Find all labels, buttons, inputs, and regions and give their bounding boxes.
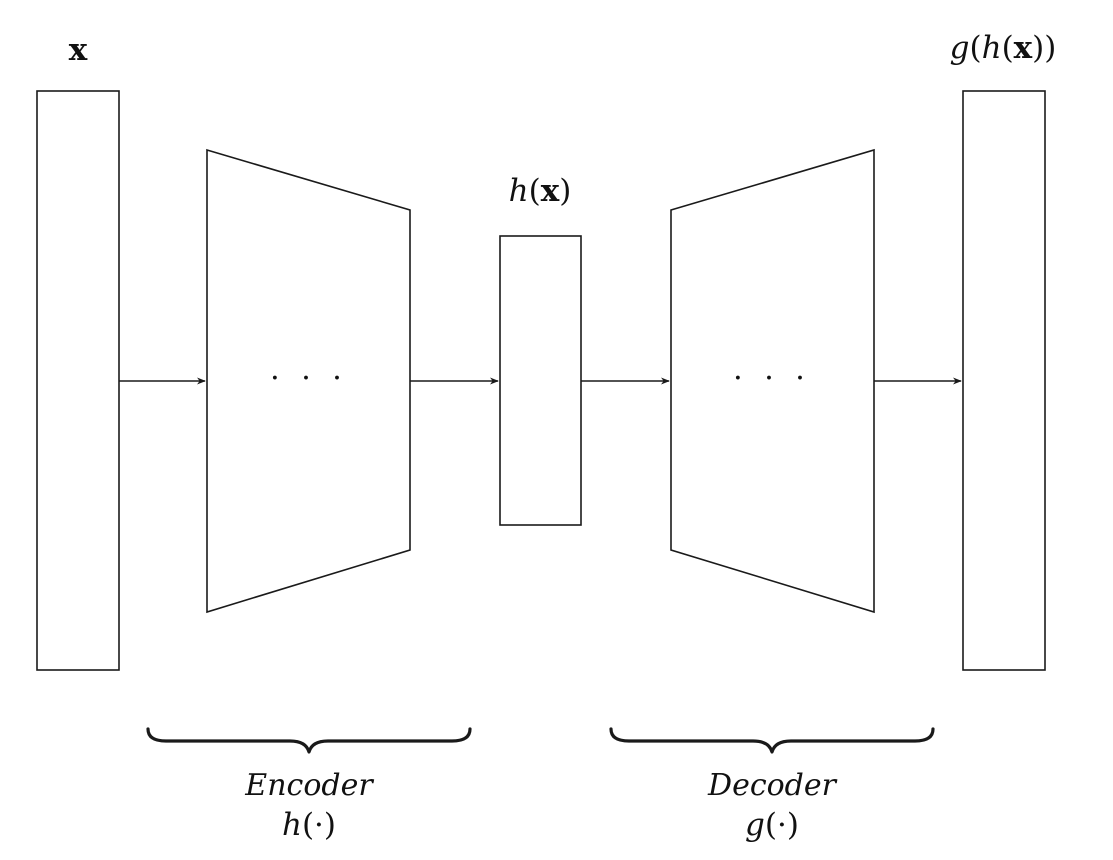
output-vector-box <box>962 90 1046 671</box>
decoder-function: g(·) <box>745 807 799 843</box>
decoder-caption: Decoder <box>707 768 838 803</box>
latent-label: h(x) <box>509 173 572 209</box>
input-vector-box <box>36 90 120 671</box>
encoder-brace <box>146 727 472 754</box>
encoder-dots: · · · <box>270 361 348 396</box>
input-label: x <box>69 32 88 68</box>
encoder-function: h(·) <box>282 807 336 843</box>
output-label: g(h(x)) <box>950 30 1057 66</box>
decoder-dots: · · · <box>733 361 811 396</box>
decoder-brace <box>609 727 935 754</box>
decoder-trapezoid <box>670 148 875 614</box>
latent-code-box <box>499 235 582 526</box>
encoder-trapezoid <box>206 148 411 614</box>
encoder-caption: Encoder <box>244 768 374 803</box>
